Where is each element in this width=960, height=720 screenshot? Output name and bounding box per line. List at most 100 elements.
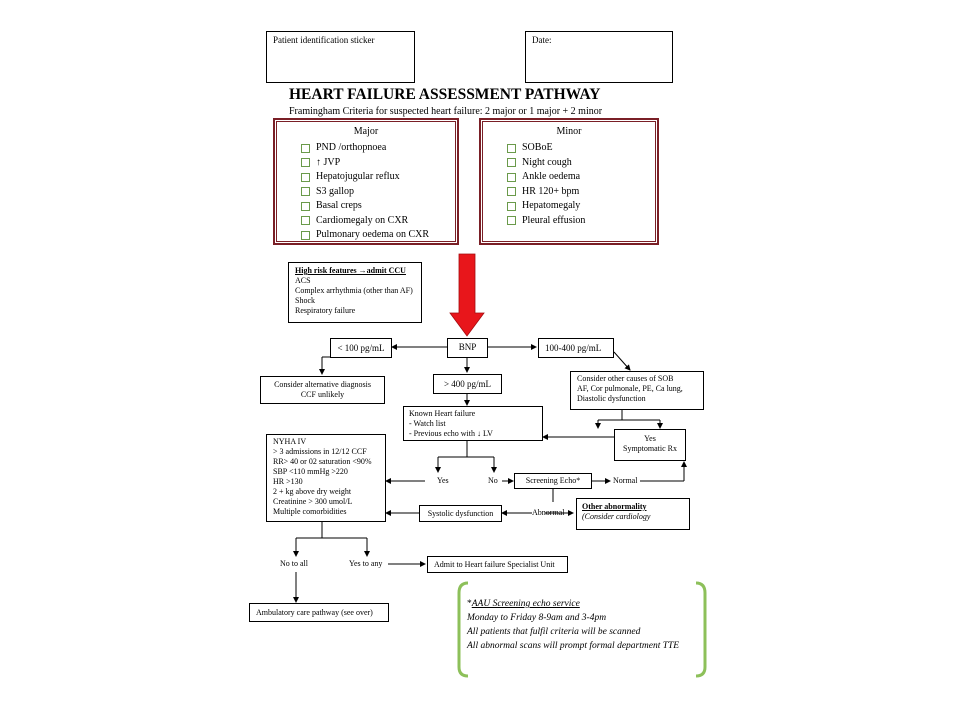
admit-hf-node: Admit to Heart failure Specialist Unit [427, 556, 568, 573]
minor-title: Minor [556, 126, 582, 137]
checkbox-icon[interactable] [507, 187, 516, 197]
major-criterion-label: Basal creps [316, 200, 362, 211]
nyha-item-label: Creatinine > 300 umol/L [273, 497, 353, 506]
nyha-item-label: SBP <110 mmHg >220 [273, 467, 348, 476]
admit-hf-label: Admit to Heart failure Specialist Unit [434, 560, 555, 569]
known-hf-line: - Watch list [409, 419, 446, 428]
known-hf-line: - Previous echo with ↓ LV [409, 429, 493, 438]
high-risk-item-label: Complex arrhythmia (other than AF) [295, 286, 413, 295]
major-criterion-label: Pulmonary oedema on CXR [316, 229, 430, 240]
nyha-item-label: 2 + kg above dry weight [273, 487, 352, 496]
nyha-item-label: Multiple comorbidities [273, 507, 347, 516]
patient-sticker-box: Patient identification sticker [266, 31, 415, 83]
checkbox-icon[interactable] [507, 158, 516, 168]
other-causes-node: Consider other causes of SOB AF, Cor pul… [570, 371, 704, 410]
major-list: PND /orthopnoea ↑ JVP Hepatojugular reflux… [301, 141, 455, 243]
major-criterion[interactable]: Basal creps [301, 199, 455, 214]
nyha-item: 2 + kg above dry weight [273, 487, 379, 497]
checkbox-icon[interactable] [301, 230, 310, 240]
info-line: All abnormal scans will prompt formal de… [467, 641, 680, 651]
nyha-item-label: > 3 admissions in 12/12 CCF [273, 447, 367, 456]
major-criterion[interactable]: ↑ JVP [301, 156, 455, 171]
nyha-item: NYHA IV [273, 437, 379, 447]
page-title: HEART FAILURE ASSESSMENT PATHWAY [289, 86, 601, 103]
yes-rx-line2: Symptomatic Rx [623, 444, 677, 453]
bnp-node: BNP [447, 338, 488, 358]
framingham-subtitle: Framingham Criteria for suspected heart … [289, 106, 603, 117]
gt400-label: > 400 pg/mL [443, 379, 492, 389]
high-risk-item: ACS [295, 276, 415, 286]
echo-service-info: *AAU Screening echo service Monday to Fr… [467, 597, 702, 653]
info-title: AAU Screening echo service [471, 599, 580, 609]
known-hf-line: Known Heart failure [409, 409, 476, 418]
date-box: Date: [525, 31, 673, 83]
no-to-all-label: No to all [280, 559, 308, 568]
yes-to-any-label: Yes to any [349, 559, 383, 568]
info-star: * [467, 599, 472, 609]
high-risk-item-label: Respiratory failure [295, 306, 356, 315]
nyha-item: RR> 40 or 02 saturation <90% [273, 457, 379, 467]
minor-criterion[interactable]: Night cough [507, 156, 655, 171]
minor-criterion[interactable]: Hepatomegaly [507, 199, 655, 214]
high-risk-item-label: ACS [295, 276, 311, 285]
high-risk-item-label: Shock [295, 296, 315, 305]
minor-criterion[interactable]: Ankle oedema [507, 170, 655, 185]
checkbox-icon[interactable] [507, 216, 516, 226]
alt-diagnosis-node: Consider alternative diagnosis CCF unlik… [260, 376, 385, 404]
checkbox-icon[interactable] [507, 201, 516, 211]
major-criterion[interactable]: Hepatojugular reflux [301, 170, 455, 185]
checkbox-icon[interactable] [301, 201, 310, 211]
major-criterion-label: ↑ JVP [316, 156, 341, 168]
date-label: Date: [532, 35, 552, 45]
high-risk-item: Shock [295, 296, 415, 306]
minor-criterion[interactable]: SOBoE [507, 141, 655, 156]
checkbox-icon[interactable] [301, 187, 310, 197]
minor-criterion-label: Ankle oedema [522, 171, 581, 182]
checkbox-icon[interactable] [301, 172, 310, 182]
major-criterion-label: S3 gallop [316, 185, 355, 197]
screening-echo-label: Screening Echo* [525, 476, 581, 485]
known-hf-node: Known Heart failure - Watch list - Previ… [403, 406, 543, 441]
minor-criterion-label: SOBoE [522, 142, 553, 153]
alt-diagnosis-line2: CCF unlikely [300, 390, 345, 399]
major-criterion[interactable]: PND /orthopnoea [301, 141, 455, 156]
major-criterion[interactable]: S3 gallop [301, 185, 455, 200]
abnormal-label: Abnormal [532, 508, 565, 517]
checkbox-icon[interactable] [301, 143, 310, 153]
major-criterion[interactable]: Cardiomegaly on CXR [301, 214, 455, 229]
checkbox-icon[interactable] [301, 216, 310, 226]
left-brace [457, 581, 469, 678]
checkbox-icon[interactable] [507, 143, 516, 153]
minor-criterion-label: Hepatomegaly [522, 200, 581, 211]
other-causes-line: AF, Cor pulmonale, PE, Ca lung, [577, 384, 683, 393]
other-causes-line: Consider other causes of SOB [577, 374, 674, 383]
bnp-label: BNP [458, 342, 477, 352]
major-criterion[interactable]: Pulmonary oedema on CXR [301, 228, 455, 243]
patient-sticker-label: Patient identification sticker [273, 35, 375, 45]
minor-criterion[interactable]: Pleural effusion [507, 214, 655, 229]
mid-label: 100-400 pg/mL [545, 343, 602, 353]
major-criterion-label: Cardiomegaly on CXR [316, 214, 409, 226]
screening-echo-node: Screening Echo* [514, 473, 592, 489]
right-brace [695, 581, 707, 678]
no-label: No [488, 476, 498, 485]
major-criterion-label: PND /orthopnoea [316, 142, 387, 153]
nyha-item-label: RR> 40 or 02 saturation <90% [273, 457, 372, 466]
checkbox-icon[interactable] [507, 172, 516, 182]
minor-criterion-label: Pleural effusion [522, 214, 586, 226]
normal-label: Normal [613, 476, 638, 485]
nyha-item: Creatinine > 300 umol/L [273, 497, 379, 507]
systolic-label: Systolic dysfunction [427, 509, 494, 518]
checkbox-icon[interactable] [301, 158, 310, 168]
gt400-node: > 400 pg/mL [433, 374, 502, 394]
minor-criterion[interactable]: HR 120+ bpm [507, 185, 655, 200]
lt100-label: < 100 pg/mL [337, 343, 385, 353]
ambulatory-node: Ambulatory care pathway (see over) [249, 603, 389, 622]
